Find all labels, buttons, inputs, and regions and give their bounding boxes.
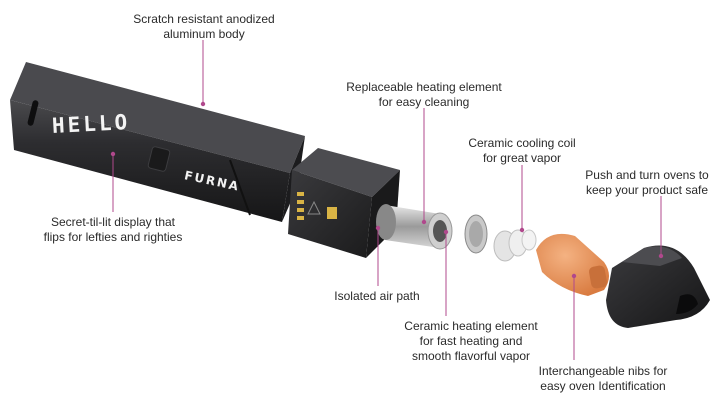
callout-air-path-line1: Isolated air path — [334, 289, 420, 303]
callout-cooling-coil: Ceramic cooling coil for great vapor — [462, 136, 582, 166]
callout-body-line2: aluminum body — [163, 27, 245, 41]
callout-ovens: Push and turn ovens to keep your product… — [578, 168, 716, 198]
device-display-text: HELLO — [51, 109, 131, 139]
callout-air-path: Isolated air path — [322, 289, 432, 304]
mesh-screen — [464, 214, 488, 254]
callout-nibs-line2: easy oven Identification — [540, 379, 666, 393]
callout-nibs: Interchangeable nibs for easy oven Ident… — [528, 364, 678, 394]
callout-display: Secret-til-lit display that flips for le… — [38, 215, 188, 245]
oven-cap — [606, 245, 710, 328]
callout-leader-lines — [112, 40, 662, 360]
callout-cooling-coil-line1: Ceramic cooling coil — [468, 136, 576, 150]
callout-cooling-coil-line2: for great vapor — [482, 151, 562, 165]
callout-heating-element-line2: for easy cleaning — [378, 95, 470, 109]
callout-display-line2: flips for lefties and righties — [43, 230, 183, 244]
callout-nibs-line1: Interchangeable nibs for — [538, 364, 668, 378]
callout-ceramic-heating: Ceramic heating element for fast heating… — [396, 319, 546, 364]
callout-ceramic-heating-line1: Ceramic heating element — [404, 319, 538, 333]
callout-body-line1: Scratch resistant anodized — [133, 12, 275, 26]
callout-heating-element: Replaceable heating element for easy cle… — [344, 80, 504, 110]
callout-ceramic-heating-line2: for fast heating and — [419, 334, 523, 348]
heating-module — [288, 148, 400, 258]
callout-ovens-line2: keep your product safe — [585, 183, 709, 197]
callout-display-line1: Secret-til-lit display that — [50, 215, 176, 229]
callout-body: Scratch resistant anodized aluminum body — [130, 12, 278, 42]
callout-dots — [110, 101, 664, 279]
callout-heating-element-line1: Replaceable heating element — [346, 80, 502, 94]
heating-element — [376, 204, 453, 250]
cooling-coil — [493, 229, 537, 262]
orange-nib — [536, 233, 609, 296]
callout-ceramic-heating-line3: smooth flavorful vapor — [411, 349, 531, 363]
main-body — [10, 62, 305, 222]
callout-ovens-line1: Push and turn ovens to — [585, 168, 709, 182]
